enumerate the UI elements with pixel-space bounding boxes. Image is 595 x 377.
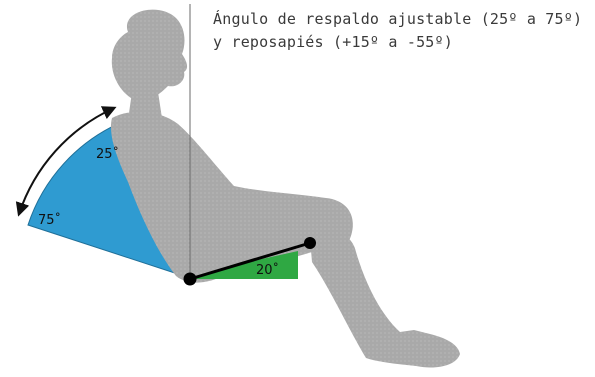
footrest-end-pivot	[304, 237, 316, 249]
backrest-max-angle-label: 75˚	[38, 212, 61, 228]
backrest-min-angle-label: 25˚	[96, 146, 119, 162]
footrest-line	[189, 241, 311, 281]
caption-line-1: Ángulo de respaldo ajustable (25º a 75º)	[213, 10, 583, 28]
seat-pivot-point	[183, 272, 197, 286]
range-arrow-icon	[15, 106, 117, 217]
caption-line-2: y reposapiés (+15º a -55º)	[213, 33, 453, 51]
seated-person-silhouette	[110, 9, 460, 368]
footrest-angle-label: 20˚	[256, 262, 279, 278]
angle-caption: Ángulo de respaldo ajustable (25º a 75º)…	[213, 8, 582, 54]
